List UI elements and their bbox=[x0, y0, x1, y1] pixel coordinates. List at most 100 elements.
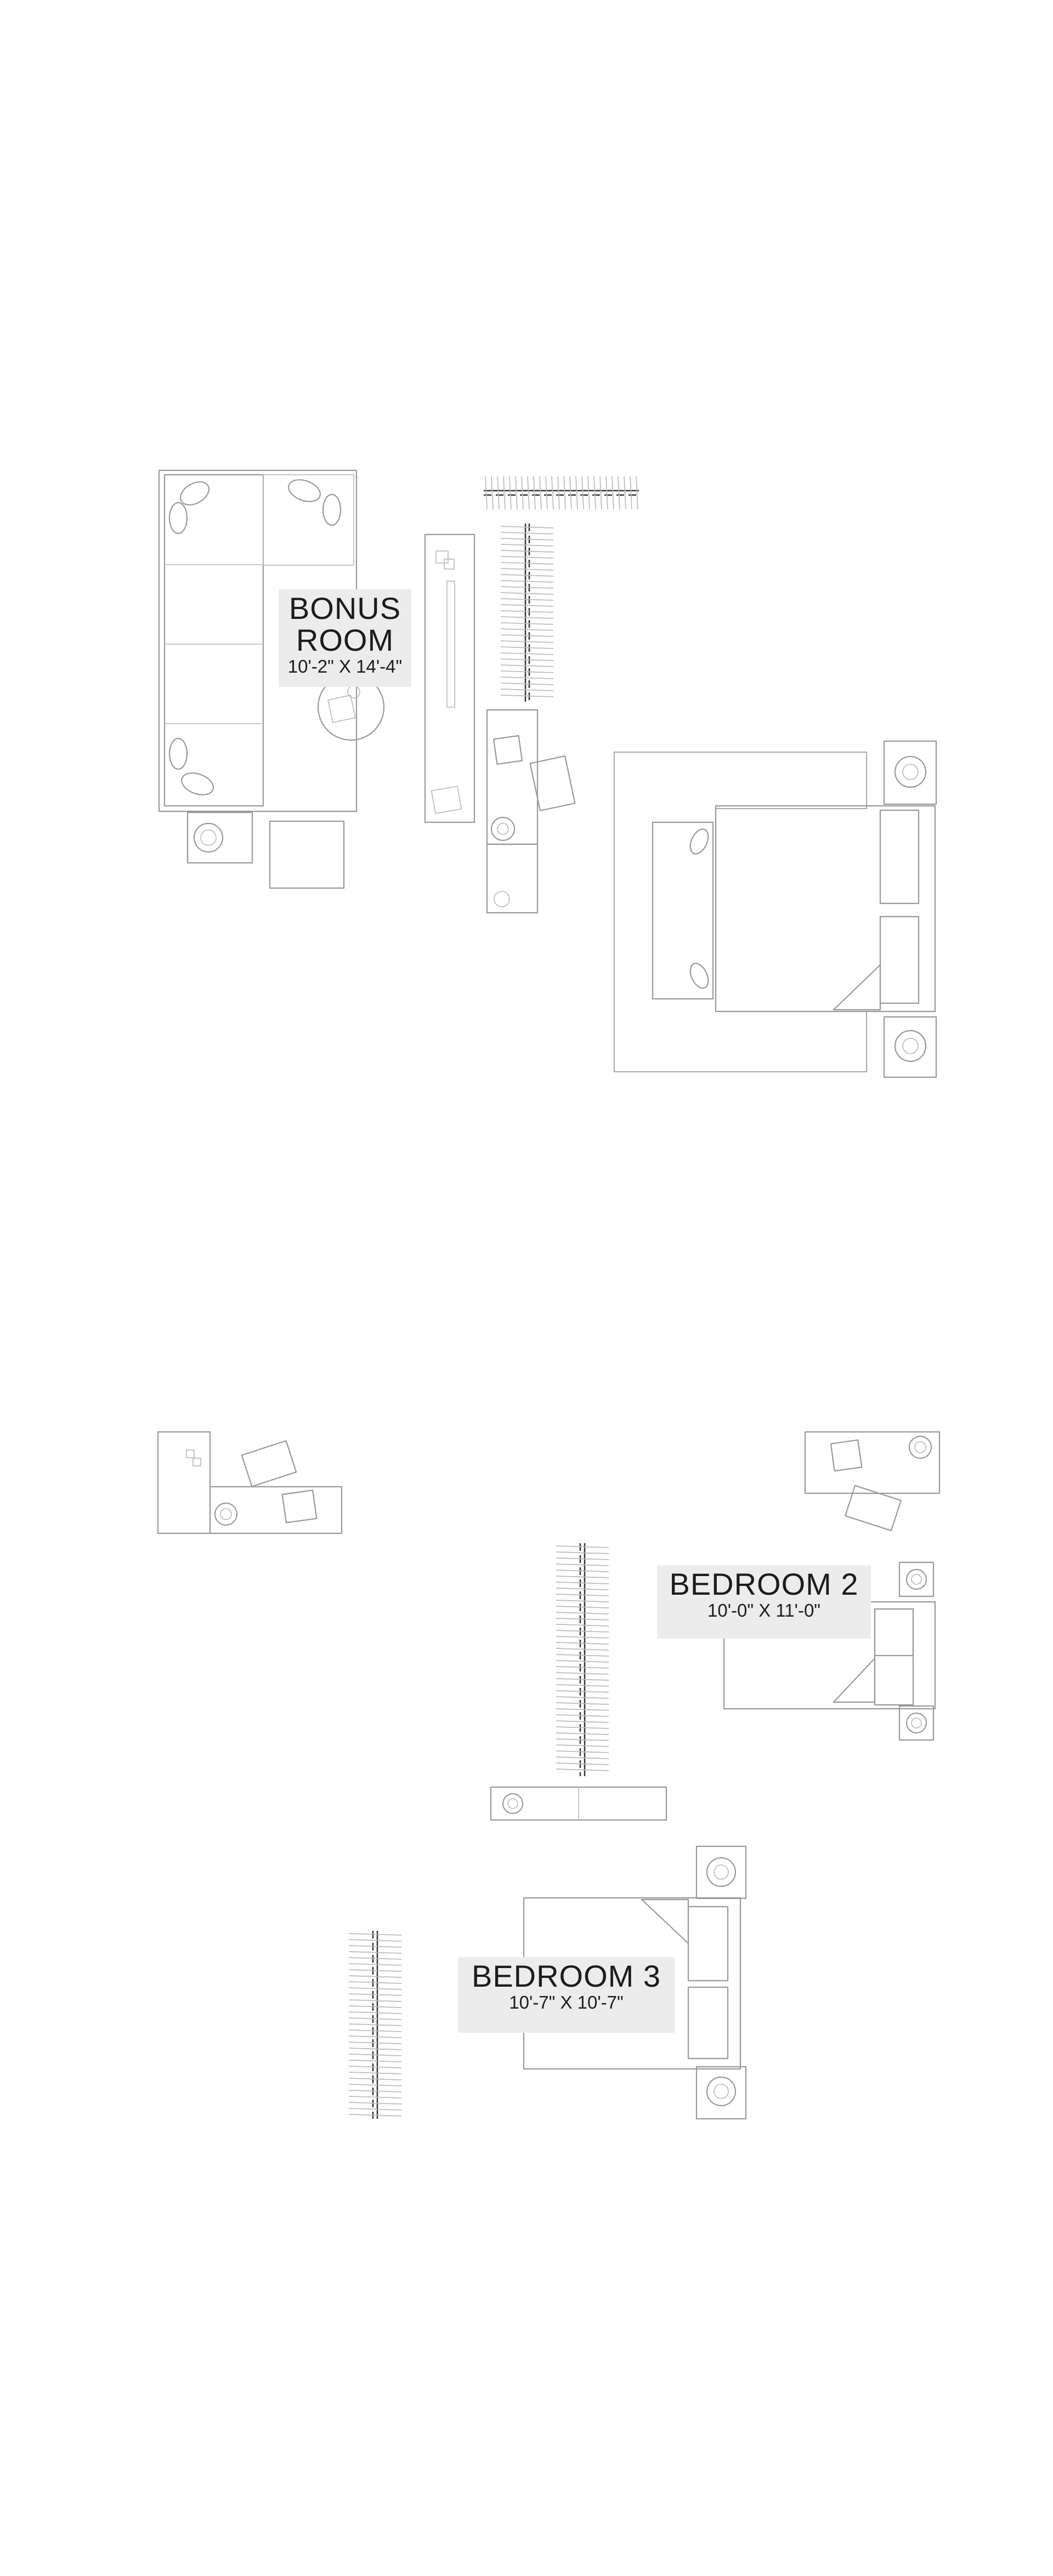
closet-hanger bbox=[500, 658, 554, 661]
closet-hanger bbox=[618, 476, 620, 510]
closet-hanger bbox=[348, 2066, 402, 2068]
closet-hanger bbox=[556, 1684, 609, 1687]
closet-hanger bbox=[624, 476, 626, 510]
closet-hanger bbox=[556, 1642, 609, 1645]
closet-hanger bbox=[556, 1551, 609, 1554]
bonus-room-name-line2: ROOM bbox=[296, 623, 394, 657]
closet-hanger bbox=[500, 670, 554, 673]
bedroom-1-bed bbox=[715, 805, 936, 1013]
closet-hanger bbox=[500, 550, 554, 553]
closet-hanger bbox=[348, 2078, 402, 2080]
closet-hanger bbox=[348, 2042, 402, 2044]
closet-hanger bbox=[556, 1762, 609, 1765]
closet-hanger bbox=[545, 476, 548, 510]
closet-hanger bbox=[500, 634, 554, 637]
closet-hanger bbox=[500, 568, 554, 571]
bedroom-2-nightstands bbox=[898, 1561, 935, 1741]
closet-hanger bbox=[500, 538, 554, 541]
closet-hanger bbox=[500, 622, 554, 625]
closet-hanger bbox=[605, 476, 608, 510]
closet-hanger bbox=[521, 476, 524, 510]
closet-rod-horizontal bbox=[484, 476, 639, 510]
closet-hanger bbox=[348, 2029, 402, 2032]
closet-hanger bbox=[348, 1969, 402, 1972]
closet-hanger bbox=[500, 664, 554, 667]
closet-hanger bbox=[348, 2054, 402, 2056]
closet-hanger bbox=[348, 2048, 402, 2050]
closet-hanger bbox=[556, 1702, 609, 1705]
closet-hanger bbox=[348, 1939, 402, 1942]
bedroom-2-name: BEDROOM 2 bbox=[669, 1567, 859, 1601]
closet-hanger bbox=[500, 544, 554, 547]
closet-hanger bbox=[556, 1563, 609, 1566]
closet-hanger bbox=[569, 476, 572, 510]
closet-hanger bbox=[500, 676, 554, 679]
closet-hanger bbox=[500, 683, 554, 685]
closet-rod-vertical bbox=[500, 524, 554, 702]
closet-hanger bbox=[500, 640, 554, 643]
closet-hanger bbox=[348, 1951, 402, 1954]
closet-hanger bbox=[500, 526, 554, 528]
closet-hanger bbox=[348, 2035, 402, 2038]
bedroom-2-closet bbox=[556, 1543, 609, 1776]
bedroom-2-desk bbox=[804, 1431, 941, 1532]
closet-hanger bbox=[556, 1720, 609, 1723]
closet-hanger bbox=[500, 695, 554, 697]
bonus-room-side-table bbox=[186, 811, 253, 864]
closet-hanger bbox=[509, 476, 512, 510]
closet-hanger bbox=[500, 592, 554, 595]
closet-hanger bbox=[593, 476, 596, 510]
closet-hanger bbox=[348, 2102, 402, 2105]
bonus-room-media-console bbox=[424, 533, 475, 823]
closet-hanger bbox=[500, 562, 554, 565]
closet-hanger bbox=[556, 1726, 609, 1729]
closet-hanger bbox=[348, 2090, 402, 2092]
closet-hanger bbox=[556, 1606, 609, 1608]
bedroom-2-label: BEDROOM 2 10'-0" X 11'-0" bbox=[657, 1565, 871, 1639]
closet-hanger bbox=[500, 616, 554, 619]
closet-hanger bbox=[556, 1660, 609, 1663]
closet-hanger bbox=[556, 1557, 609, 1560]
closet-hanger bbox=[348, 1975, 402, 1978]
closet-hanger bbox=[556, 1756, 609, 1759]
closet-hanger bbox=[348, 1933, 402, 1936]
bonus-room-name-line1: BONUS bbox=[288, 591, 401, 625]
bedroom-3-closet bbox=[348, 1931, 402, 2119]
closet-hanger bbox=[500, 556, 554, 559]
closet-hanger bbox=[556, 1648, 609, 1651]
closet-hanger bbox=[630, 476, 632, 510]
closet-hanger bbox=[491, 476, 494, 510]
closet-hanger bbox=[348, 2017, 402, 2020]
closet-hanger bbox=[556, 1678, 609, 1681]
closet-hanger bbox=[527, 476, 530, 510]
closet-hanger bbox=[587, 476, 590, 510]
closet-hanger bbox=[515, 476, 518, 510]
closet-hanger bbox=[500, 580, 554, 583]
bonus-room-label: BONUS ROOM 10'-2" X 14'-4" bbox=[279, 589, 411, 687]
closet-hanger bbox=[348, 2096, 402, 2099]
closet-hanger bbox=[556, 1666, 609, 1669]
closet-hanger bbox=[556, 1732, 609, 1735]
closet-hanger bbox=[348, 1981, 402, 1984]
loft-desk bbox=[157, 1431, 343, 1534]
closet-hanger bbox=[556, 1630, 609, 1633]
closet-hanger bbox=[556, 1696, 609, 1699]
bedroom-2-dimensions: 10'-0" X 11'-0" bbox=[707, 1600, 821, 1620]
bonus-room-ottoman bbox=[269, 820, 345, 889]
closet-hanger bbox=[636, 476, 638, 510]
closet-hanger bbox=[348, 2108, 402, 2111]
closet-hanger bbox=[556, 1672, 609, 1675]
closet-hanger bbox=[557, 476, 560, 510]
closet-hanger bbox=[556, 1690, 609, 1693]
bedroom-3-name: BEDROOM 3 bbox=[471, 1959, 661, 1993]
closet-hanger bbox=[556, 1768, 609, 1771]
closet-hanger bbox=[556, 1744, 609, 1747]
center-desk bbox=[486, 709, 576, 914]
bedroom-1-bench bbox=[652, 821, 714, 1000]
closet-hanger bbox=[556, 1714, 609, 1717]
closet-hanger bbox=[581, 476, 584, 510]
closet-hanger bbox=[500, 646, 554, 649]
closet-hanger bbox=[500, 652, 554, 655]
closet-hanger bbox=[500, 604, 554, 607]
